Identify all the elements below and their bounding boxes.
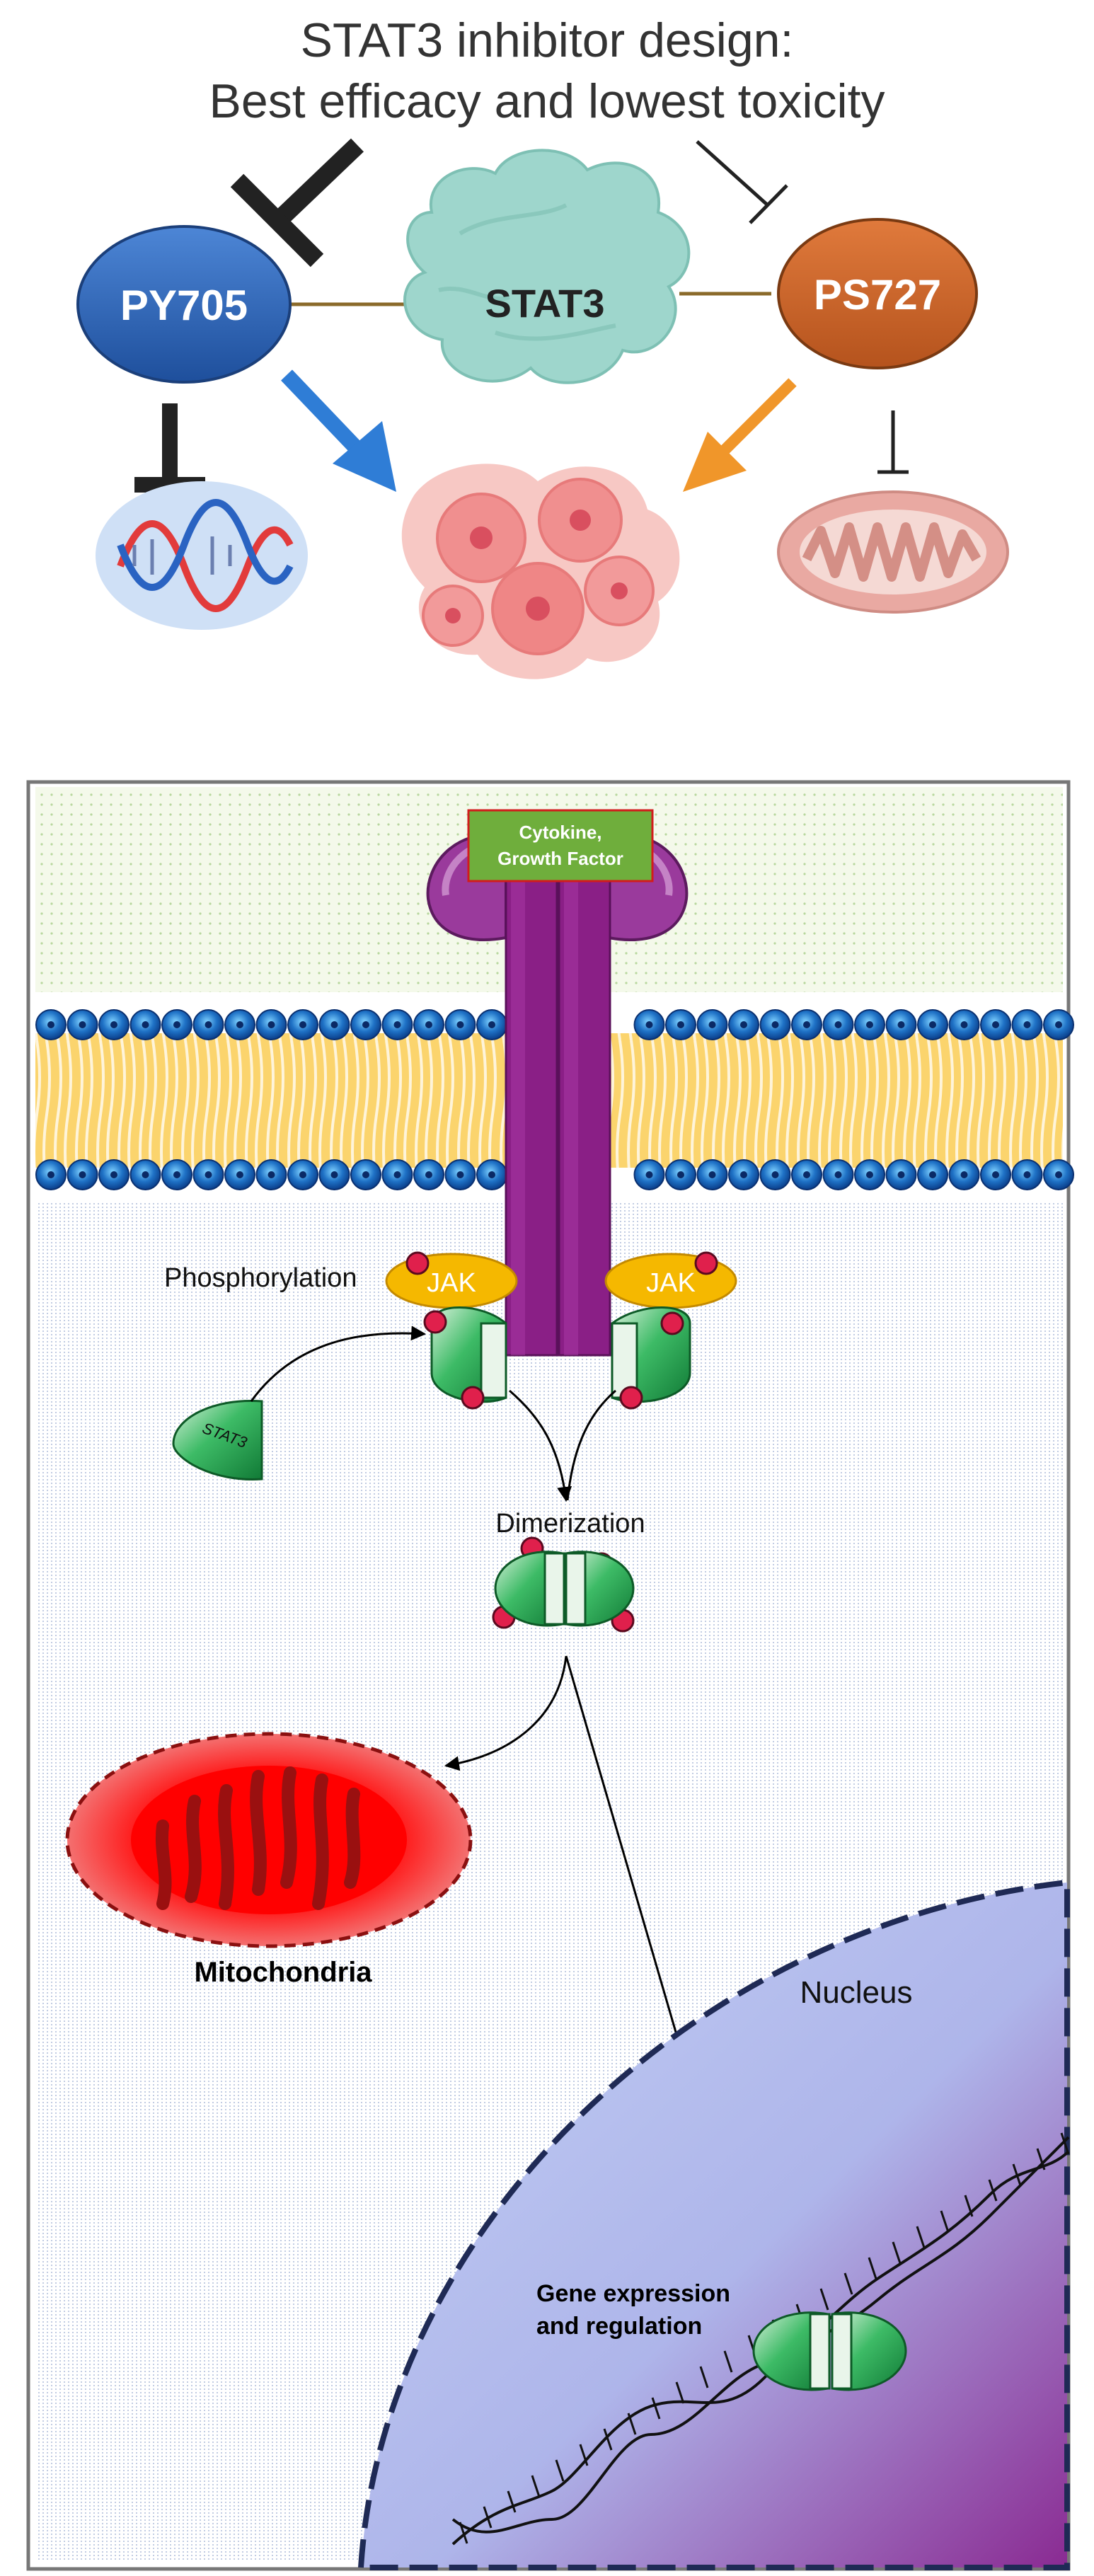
nucleus: Nucleus Gene expression and regulation (357, 1879, 1070, 2570)
phosphorylation-arrow (250, 1326, 427, 1402)
inhibit-py705-symbol (230, 138, 364, 268)
bottom-panel: Cytokine, Growth Factor JAK JAK Phosphor… (26, 780, 1074, 2571)
py705-label: PY705 (120, 282, 248, 329)
dimerization-arrow-left (509, 1389, 572, 1502)
jak-right-label: JAK (646, 1268, 696, 1298)
py705-to-cells-arrow (281, 369, 396, 492)
cancer-cells-icon (401, 464, 680, 679)
stat3-blob: STAT3 (403, 149, 691, 384)
to-mitochondria-arrow (444, 1655, 568, 1771)
mitochondrion-icon (777, 490, 1009, 614)
gene-expression-line2: and regulation (536, 2313, 702, 2340)
stat3-monomer: STAT3 (172, 1399, 263, 1480)
ps727-label: PS727 (814, 271, 941, 318)
ligand-line2: Growth Factor (497, 848, 623, 869)
inhibit-ps727-symbol (696, 140, 788, 224)
phosphate-dot (405, 1251, 430, 1275)
phosphorylation-label: Phosphorylation (164, 1263, 357, 1293)
ligand-line1: Cytokine, (519, 822, 601, 843)
phosphate-dot (694, 1251, 718, 1275)
mitochondria-label: Mitochondria (194, 1957, 372, 1988)
stat3-dimer-cytoplasm (494, 1551, 635, 1627)
ligand-box: Cytokine, Growth Factor (467, 809, 654, 882)
phosphate-dot (619, 1386, 643, 1410)
inhibit-mito-symbol (877, 410, 909, 474)
top-title-line2: Best efficacy and lowest toxicity (209, 74, 885, 128)
top-panel: STAT3 inhibitor design: Best efficacy an… (76, 13, 1009, 679)
py705-node: PY705 (76, 225, 292, 384)
dimerization-label: Dimerization (495, 1509, 645, 1539)
inhibit-dna-symbol (134, 403, 205, 493)
dna-icon (96, 481, 308, 630)
ps727-to-cells-arrow (683, 378, 797, 492)
membrane-heads-bottom (35, 1159, 1074, 1190)
stat3-blob-label: STAT3 (485, 281, 604, 326)
nucleus-label: Nucleus (800, 1975, 913, 2010)
phosphate-dot (660, 1311, 684, 1335)
gene-expression-line1: Gene expression (536, 2280, 730, 2307)
membrane-heads-top (35, 1009, 1074, 1040)
ps727-node: PS727 (777, 218, 978, 369)
phosphate-dot (461, 1386, 485, 1410)
dimerization-arrow-right (566, 1389, 616, 1501)
stat3-receptor-left (430, 1306, 507, 1403)
jak-left-label: JAK (427, 1268, 476, 1298)
stat3-dimer-nucleus (752, 2311, 907, 2391)
phosphate-dot (423, 1310, 447, 1334)
top-title-line1: STAT3 inhibitor design: (301, 13, 794, 67)
mitochondria: Mitochondria (65, 1732, 473, 1988)
